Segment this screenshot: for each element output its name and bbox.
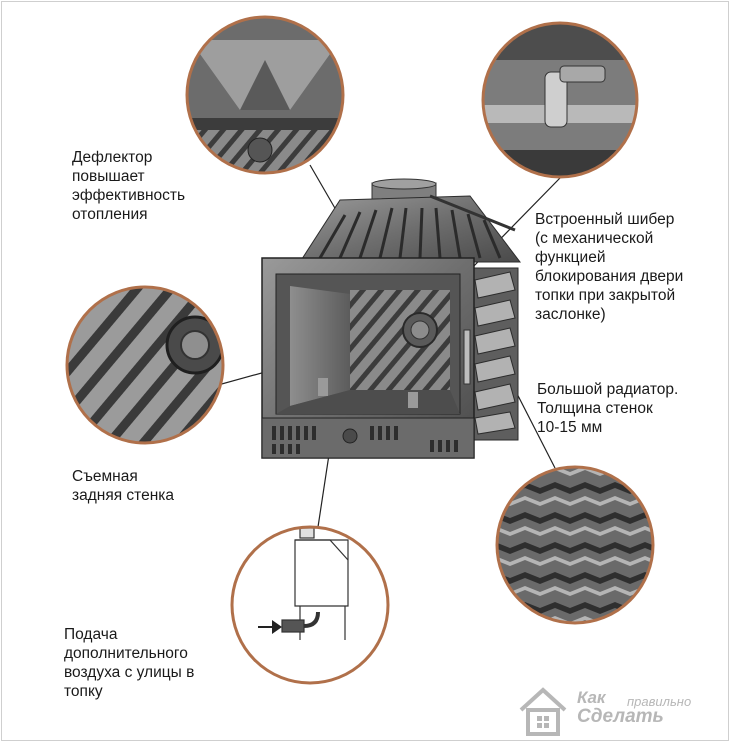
back-wall xyxy=(350,290,450,390)
watermark-logo: Как правильно Сделать xyxy=(515,686,725,738)
logo-word-3: Сделать xyxy=(577,706,664,727)
label-damper-line: топки при закрытой xyxy=(535,287,676,304)
callout-damper xyxy=(481,21,639,179)
logo-word-2: правильно xyxy=(627,694,692,709)
label-deflector-line: отопления xyxy=(72,206,148,223)
leader-air xyxy=(317,447,331,528)
logo-word-1: Как xyxy=(577,688,606,707)
damper-handle-bar xyxy=(429,194,516,232)
label-radiator-line: Большой радиатор. xyxy=(537,381,679,398)
label-radiator: Большой радиатор. Толщина стенок 10-15 м… xyxy=(537,380,678,437)
air-arrow-icon xyxy=(258,620,282,634)
radiator-fins xyxy=(474,271,516,435)
callout-air xyxy=(230,525,390,685)
label-damper-line: заслонке) xyxy=(535,306,606,323)
label-damper: Встроенный шибер (с механической функцие… xyxy=(535,210,683,324)
house-logo-icon xyxy=(519,687,567,736)
label-air-supply: Подача дополнительного воздуха с улицы в… xyxy=(64,625,194,701)
label-deflector: Дефлектор повышает эффективность отоплен… xyxy=(72,148,185,224)
door-handle xyxy=(463,329,471,385)
label-damper-line: функцией xyxy=(535,249,606,266)
ash-pan-vents xyxy=(272,426,458,454)
label-damper-line: блокирования двери xyxy=(535,268,684,285)
grate-leg-left xyxy=(318,378,328,396)
callout-backwall xyxy=(65,285,225,445)
grate-leg-right xyxy=(408,392,418,408)
label-damper-line: Встроенный шибер xyxy=(535,211,675,228)
label-air-line: топку xyxy=(64,683,103,700)
callout-radiator xyxy=(495,465,655,625)
label-deflector-line: Дефлектор xyxy=(72,149,153,166)
label-air-line: Подача xyxy=(64,626,118,643)
label-damper-line: (с механической xyxy=(535,230,654,247)
top-ribs xyxy=(318,207,502,259)
label-deflector-line: повышает xyxy=(72,168,145,185)
left-wall xyxy=(290,286,350,406)
ash-pan xyxy=(261,417,475,459)
callout-deflector xyxy=(185,15,345,175)
label-backwall-line: задняя стенка xyxy=(72,487,175,504)
back-wall-emblem-center xyxy=(410,320,430,340)
air-control-knob xyxy=(342,428,358,444)
fireplace-insert xyxy=(261,178,522,459)
label-radiator-line: Толщина стенок xyxy=(537,400,653,417)
label-backwall: Съемная задняя стенка xyxy=(72,467,174,505)
flue-pipe-top xyxy=(371,178,437,190)
label-air-line: воздуха с улицы в xyxy=(64,664,195,681)
label-deflector-line: эффективность xyxy=(72,187,186,204)
label-air-line: дополнительного xyxy=(64,645,188,662)
label-radiator-line: 10-15 мм xyxy=(537,419,603,436)
label-backwall-line: Съемная xyxy=(72,468,138,485)
